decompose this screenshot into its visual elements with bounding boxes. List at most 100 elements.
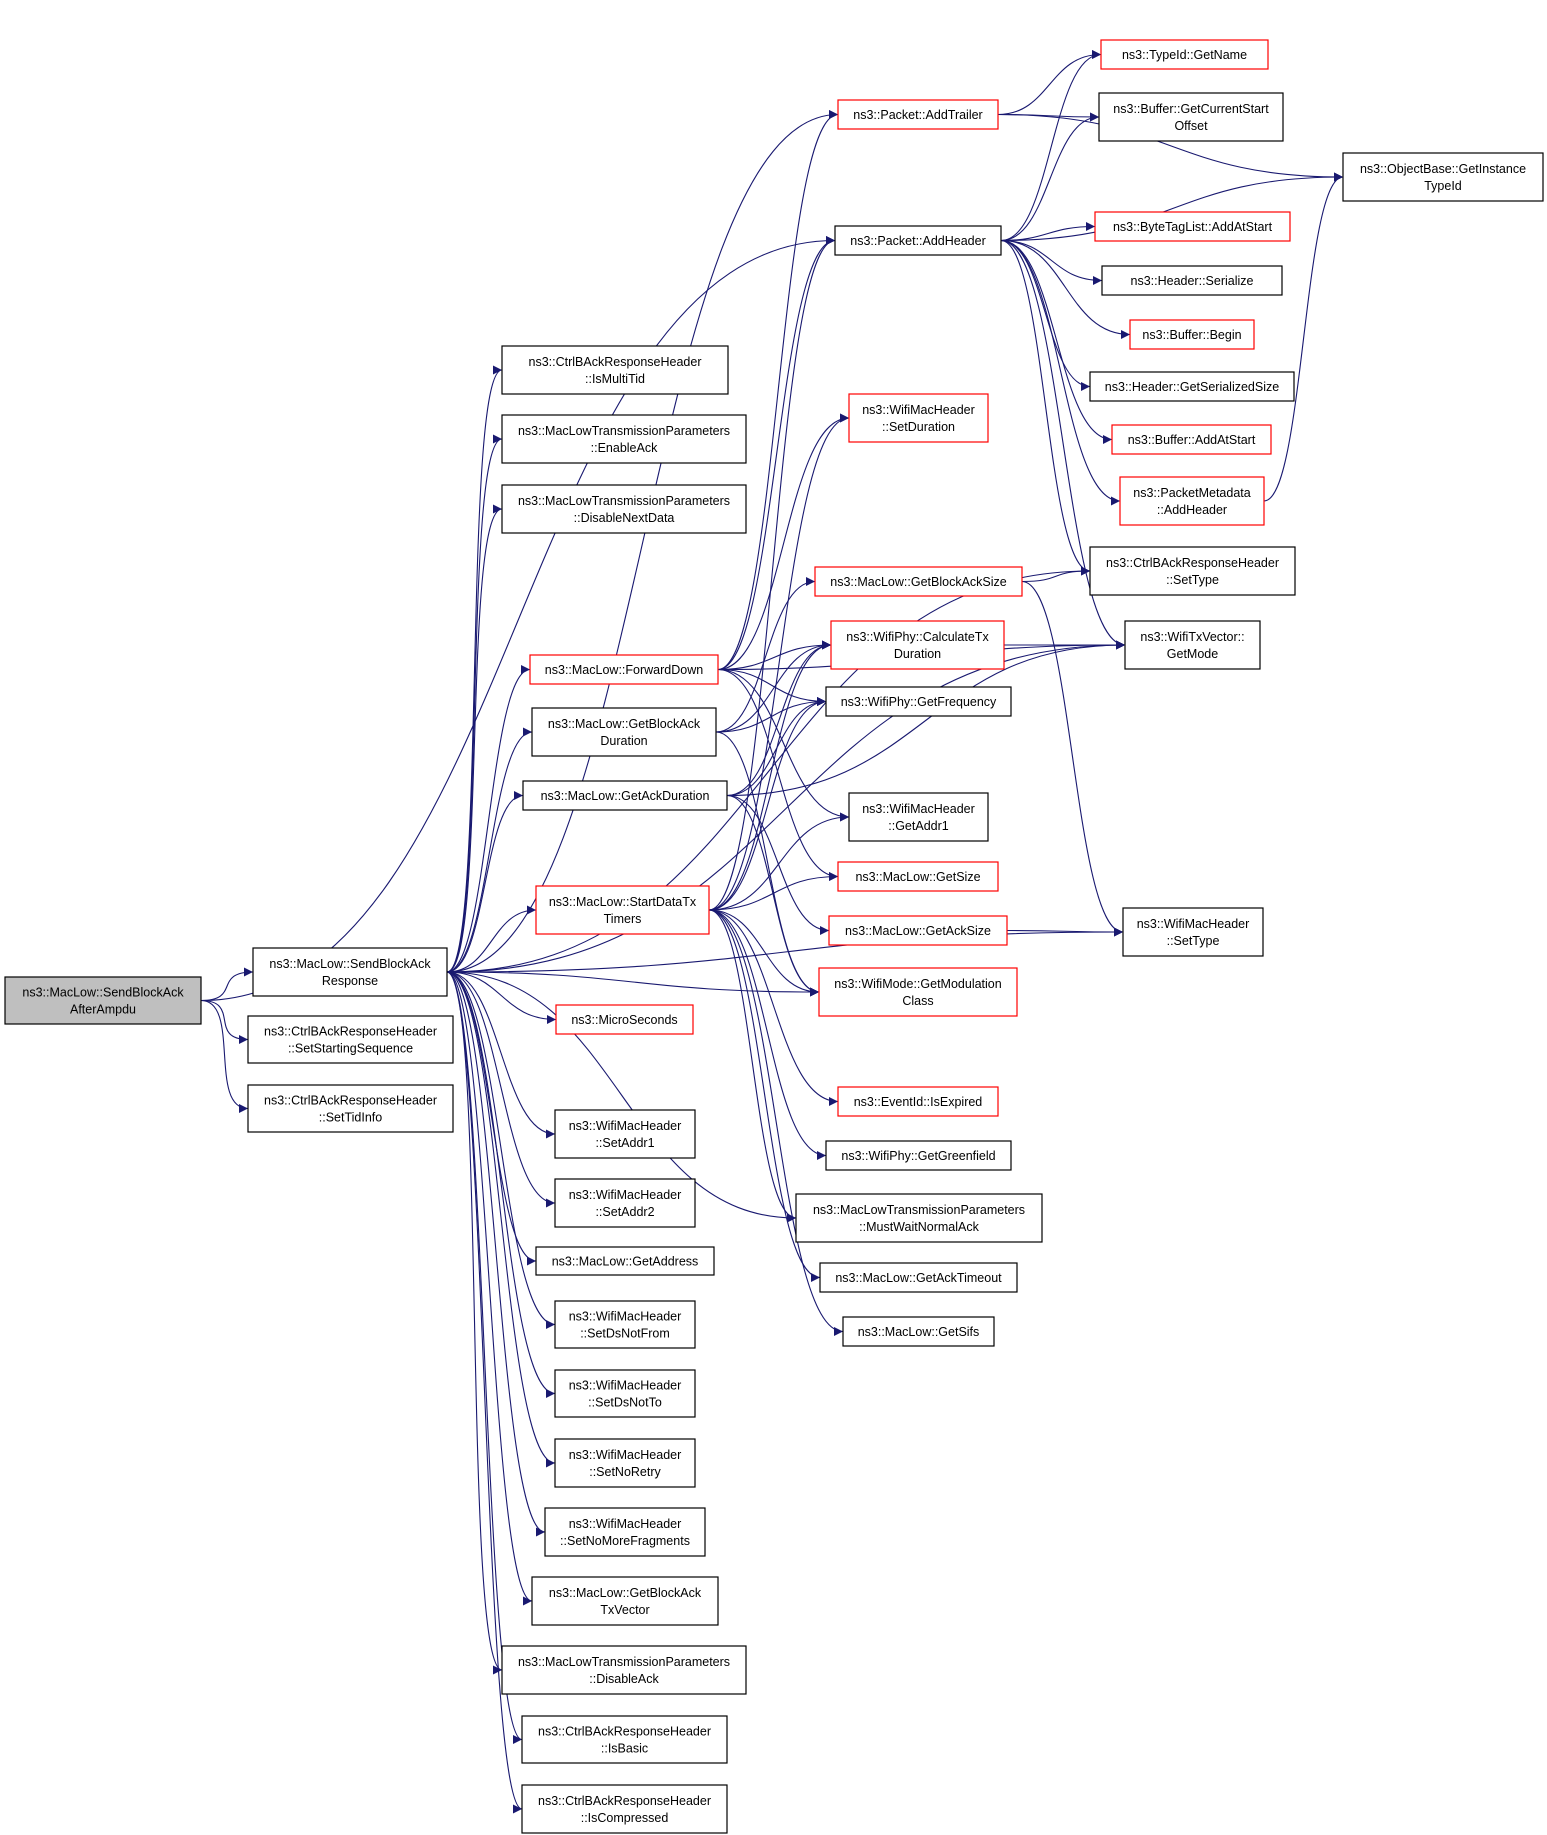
node-getfreq[interactable]: ns3::WifiPhy::GetFrequency: [825, 686, 1012, 717]
node-addheader[interactable]: ns3::Packet::AddHeader: [834, 225, 1002, 256]
node-pmah[interactable]: ns3::PacketMetadata::AddHeader: [1119, 476, 1265, 526]
node-btlaas[interactable]: ns3::ByteTagList::AddAtStart: [1094, 211, 1291, 242]
edge-arrow: [708, 640, 832, 911]
node-label: ns3::MacLow::GetAddress: [552, 1255, 699, 1269]
edge-fwd-to-addheader: [717, 236, 836, 671]
edge-sdtt-to-gsifs: [708, 909, 844, 1336]
node-box: [554, 1178, 696, 1228]
node-setseq[interactable]: ns3::CtrlBAckResponseHeader::SetStarting…: [247, 1015, 454, 1064]
node-getacksize[interactable]: ns3::MacLow::GetAckSize: [828, 915, 1008, 946]
node-cbst[interactable]: ns3::CtrlBAckResponseHeader::SetType: [1089, 546, 1296, 596]
node-box: [1094, 211, 1291, 242]
node-sdnt[interactable]: ns3::WifiMacHeader::SetDsNotTo: [554, 1369, 696, 1418]
edge-fwd-to-getsize: [717, 668, 839, 881]
node-hgss[interactable]: ns3::Header::GetSerializedSize: [1089, 371, 1295, 402]
node-baas[interactable]: ns3::Buffer::AddAtStart: [1111, 424, 1272, 455]
node-setdur[interactable]: ns3::WifiMacHeader::SetDuration: [848, 393, 989, 443]
node-label: ns3::CtrlBAckResponseHeader: [264, 1025, 437, 1039]
node-label: ::IsCompressed: [581, 1811, 669, 1825]
node-isexp[interactable]: ns3::EventId::IsExpired: [837, 1086, 999, 1117]
node-fwd[interactable]: ns3::MacLow::ForwardDown: [529, 654, 719, 685]
edge-arrow: [200, 967, 254, 1002]
node-getaddr[interactable]: ns3::MacLow::GetAddress: [535, 1246, 715, 1276]
node-label: ns3::MacLow::GetBlockAck: [548, 717, 701, 731]
node-box: [837, 1086, 999, 1117]
edge-sdtt-to-getfreq: [708, 697, 827, 911]
node-ismulti[interactable]: ns3::CtrlBAckResponseHeader::IsMultiTid: [501, 345, 729, 395]
edge-sbar-to-sdnt: [446, 971, 556, 1398]
node-snmf[interactable]: ns3::WifiMacHeader::SetNoMoreFragments: [544, 1507, 706, 1557]
node-getname[interactable]: ns3::TypeId::GetName: [1100, 39, 1269, 70]
edge-arrow: [446, 971, 503, 1675]
edge-sdtt-to-calctx: [708, 640, 832, 911]
node-label: ns3::Buffer::Begin: [1142, 328, 1241, 342]
edge-gbad-to-calctx: [715, 640, 832, 733]
node-disack[interactable]: ns3::MacLowTransmissionParameters::Disab…: [501, 1645, 747, 1695]
node-hser[interactable]: ns3::Header::Serialize: [1101, 265, 1283, 296]
node-label: ::SetType: [1166, 573, 1219, 587]
node-settid[interactable]: ns3::CtrlBAckResponseHeader::SetTidInfo: [247, 1084, 454, 1133]
edge-arrow: [1000, 239, 1091, 391]
node-label: ::SetAddr2: [595, 1205, 654, 1219]
edge-fwd-to-calctx: [717, 640, 832, 671]
edge-arrow: [1006, 927, 1124, 937]
node-gad[interactable]: ns3::MacLow::GetAckDuration: [522, 780, 728, 811]
edge-arrow: [708, 872, 839, 911]
node-label: ::MustWaitNormalAck: [859, 1220, 979, 1234]
node-txgm[interactable]: ns3::WifiTxVector::GetMode: [1124, 620, 1261, 670]
node-label: ns3::WifiMacHeader: [862, 802, 975, 816]
node-isbasic[interactable]: ns3::CtrlBAckResponseHeader::IsBasic: [521, 1715, 728, 1764]
node-sa2[interactable]: ns3::WifiMacHeader::SetAddr2: [554, 1178, 696, 1228]
node-label: ns3::MicroSeconds: [571, 1013, 677, 1027]
node-addtrailer[interactable]: ns3::Packet::AddTrailer: [837, 99, 999, 130]
edge-fwd-to-getaddr1: [717, 668, 850, 822]
node-sdnf[interactable]: ns3::WifiMacHeader::SetDsNotFrom: [554, 1300, 696, 1349]
node-sa1[interactable]: ns3::WifiMacHeader::SetAddr1: [554, 1109, 696, 1159]
node-label: ::IsMultiTid: [585, 372, 645, 386]
node-snr[interactable]: ns3::WifiMacHeader::SetNoRetry: [554, 1438, 696, 1488]
node-wmst[interactable]: ns3::WifiMacHeader::SetType: [1122, 907, 1264, 957]
edge-pmah-to-obgit: [1263, 172, 1344, 502]
node-label: ns3::PacketMetadata: [1133, 486, 1250, 500]
edge-arrow: [446, 971, 556, 1398]
node-mwna[interactable]: ns3::MacLowTransmissionParameters::MustW…: [795, 1193, 1043, 1243]
node-bbegin[interactable]: ns3::Buffer::Begin: [1129, 319, 1255, 350]
node-box: [1129, 319, 1255, 350]
edge-arrow: [717, 236, 836, 671]
edge-fwd-to-setdur: [717, 413, 850, 671]
node-getaddr1[interactable]: ns3::WifiMacHeader::GetAddr1: [848, 792, 989, 842]
edge-arrow: [446, 905, 537, 973]
edge-arrow: [717, 668, 850, 822]
edge-arrow: [446, 971, 546, 1537]
node-gsifs[interactable]: ns3::MacLow::GetSifs: [842, 1316, 995, 1347]
node-label: TxVector: [600, 1603, 649, 1617]
edge-gad-to-calctx: [726, 640, 832, 797]
node-box: [837, 861, 999, 892]
node-iscomp[interactable]: ns3::CtrlBAckResponseHeader::IsCompresse…: [521, 1784, 728, 1834]
node-box: [818, 967, 1018, 1017]
node-disnext[interactable]: ns3::MacLowTransmissionParameters::Disab…: [501, 484, 747, 534]
node-label: ns3::CtrlBAckResponseHeader: [538, 1725, 711, 1739]
node-micro[interactable]: ns3::MicroSeconds: [555, 1004, 694, 1035]
node-getsize[interactable]: ns3::MacLow::GetSize: [837, 861, 999, 892]
node-box: [842, 1316, 995, 1347]
node-gat[interactable]: ns3::MacLow::GetAckTimeout: [819, 1262, 1018, 1293]
node-gbas[interactable]: ns3::MacLow::GetBlockAckSize: [814, 566, 1023, 597]
node-enableack[interactable]: ns3::MacLowTransmissionParameters::Enabl…: [501, 414, 747, 464]
node-box: [501, 414, 747, 464]
node-box: [834, 225, 1002, 256]
node-box: [1122, 907, 1264, 957]
edge-arrow: [446, 971, 797, 1223]
edge-arrow: [708, 909, 820, 997]
node-getgf[interactable]: ns3::WifiPhy::GetGreenfield: [825, 1140, 1012, 1171]
edge-arrow: [446, 434, 503, 973]
